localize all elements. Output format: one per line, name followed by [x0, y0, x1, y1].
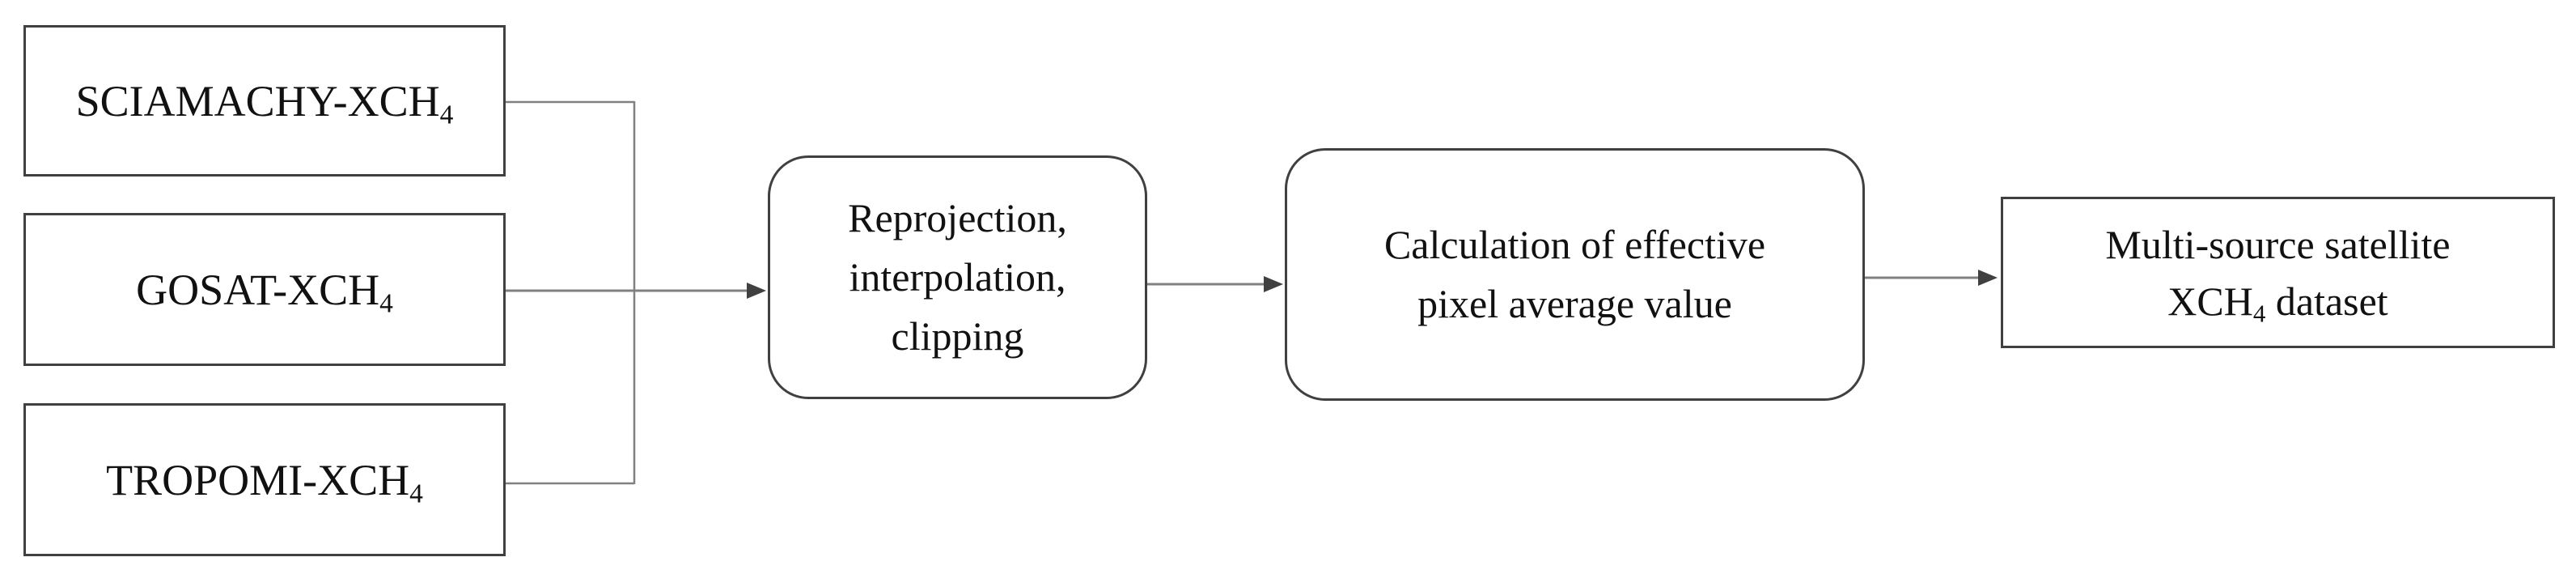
source-box-gosat: GOSAT-XCH4: [23, 213, 506, 366]
process-reprojection-line-1: Reprojection,: [848, 195, 1067, 240]
output-dataset-line-2-text: XCH: [2167, 278, 2253, 324]
arrowhead-into-calculation: [1264, 276, 1283, 292]
source-label-tropomi-text: TROPOMI-XCH: [106, 455, 410, 504]
output-dataset-line-1: Multi-source satellite: [2105, 221, 2451, 267]
output-dataset-line-2-subscript: 4: [2252, 299, 2266, 328]
process-box-calculation: Calculation of effective pixel average v…: [1285, 148, 1865, 401]
arrowhead-into-dataset: [1978, 270, 1998, 286]
process-reprojection-line-3: clipping: [891, 313, 1024, 359]
process-label-reprojection: Reprojection, interpolation, clipping: [848, 189, 1067, 366]
process-label-calculation: Calculation of effective pixel average v…: [1384, 215, 1765, 334]
source-box-tropomi: TROPOMI-XCH4: [23, 403, 506, 556]
process-box-reprojection: Reprojection, interpolation, clipping: [768, 155, 1147, 399]
source-label-gosat-text: GOSAT-XCH: [136, 265, 380, 314]
output-label-dataset: Multi-source satellite XCH4 dataset: [2105, 216, 2450, 330]
arrowhead-into-reprojection: [747, 283, 766, 299]
process-reprojection-line-2: interpolation,: [849, 254, 1066, 300]
source-label-gosat-subscript: 4: [379, 287, 393, 318]
output-dataset-line-2-suffix: dataset: [2265, 278, 2388, 324]
source-label-sciamachy: SCIAMACHY-XCH4: [75, 76, 454, 129]
output-box-dataset: Multi-source satellite XCH4 dataset: [2001, 197, 2555, 348]
process-calculation-line-2: pixel average value: [1417, 281, 1732, 326]
source-box-sciamachy: SCIAMACHY-XCH4: [23, 25, 506, 177]
process-calculation-line-1: Calculation of effective: [1383, 222, 1766, 267]
source-label-tropomi: TROPOMI-XCH4: [106, 455, 423, 508]
source-label-gosat: GOSAT-XCH4: [136, 265, 393, 318]
output-dataset-line-2: XCH4 dataset: [2105, 273, 2450, 330]
source-label-sciamachy-subscript: 4: [439, 99, 454, 130]
source-label-sciamachy-text: SCIAMACHY-XCH: [75, 76, 440, 125]
source-label-tropomi-subscript: 4: [409, 478, 423, 508]
